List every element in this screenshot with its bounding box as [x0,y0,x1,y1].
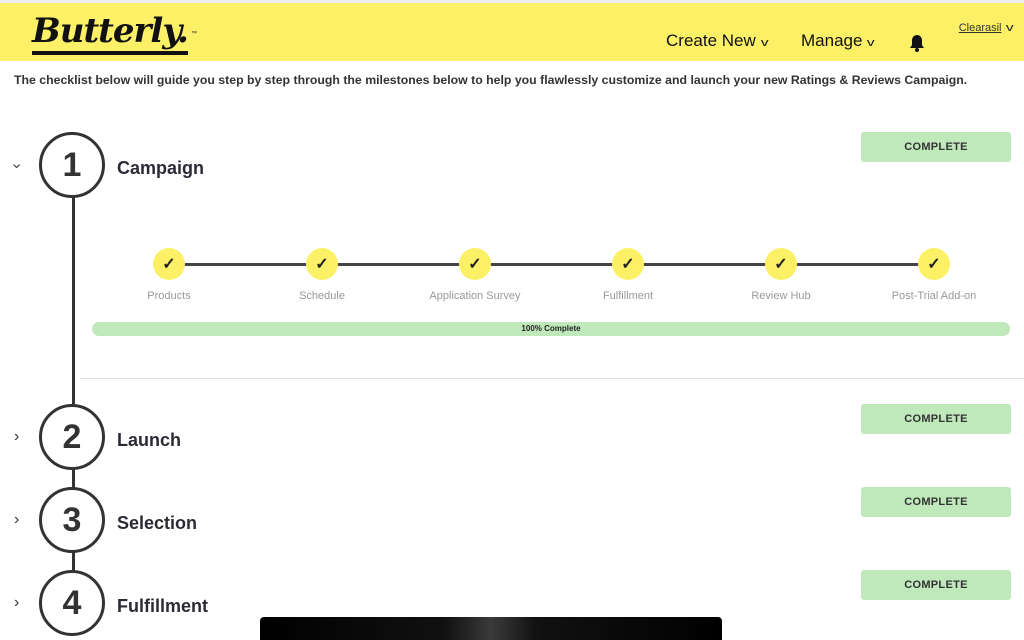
complete-button[interactable]: COMPLETE [861,132,1011,162]
milestone-label: Review Hub [751,290,811,302]
progress-fill [92,322,1010,336]
chevron-down-icon: v [760,37,769,49]
milestone-label: Application Survey [429,290,521,302]
check-icon[interactable]: ✓ [918,248,950,280]
divider [80,378,1024,379]
step-title[interactable]: Selection [117,513,198,533]
account-switcher[interactable]: Clearasil v [958,22,1014,34]
complete-button[interactable]: COMPLETE [861,404,1011,434]
milestone-label: Products [147,290,191,302]
butterly-logo[interactable]: Butterly. [32,11,189,55]
check-icon[interactable]: ✓ [765,248,797,280]
complete-button[interactable]: COMPLETE [861,570,1011,600]
progress-label: 100% Complete [521,324,581,333]
step-connector [72,190,75,405]
chevron-right-icon[interactable]: › [14,428,20,445]
milestone-track [169,263,934,266]
step-number: 3 [39,487,105,553]
step-title[interactable]: Fulfillment [117,596,208,616]
chevron-right-icon[interactable]: › [14,511,20,528]
step-title[interactable]: Launch [117,430,182,450]
check-icon[interactable]: ✓ [306,248,338,280]
milestone-label: Post-Trial Add-on [891,290,977,302]
check-icon[interactable]: ✓ [459,248,491,280]
progress-bar: 100% Complete [92,322,1010,336]
complete-button[interactable]: COMPLETE [861,487,1011,517]
chevron-right-icon[interactable]: › [14,594,20,611]
milestone-label: Schedule [299,290,345,302]
check-icon[interactable]: ✓ [612,248,644,280]
intro-text: The checklist below will guide you step … [14,73,968,87]
create-new-label: Create New [666,31,756,50]
chevron-down-icon: v [867,37,876,49]
chevron-down-icon[interactable]: v [1005,22,1014,34]
step-number: 1 [39,132,105,198]
dock-overlay [260,617,722,640]
bell-icon[interactable] [907,33,927,53]
top-strip [0,0,1024,3]
trademark: ™ [191,31,198,37]
step-number: 2 [39,404,105,470]
account-name[interactable]: Clearasil [958,22,1002,34]
step-title[interactable]: Campaign [117,158,205,178]
check-icon[interactable]: ✓ [153,248,185,280]
chevron-down-icon[interactable]: › [8,163,26,169]
step-number: 4 [39,570,105,636]
manage-label: Manage [801,31,863,50]
logo-group: Butterly. ™ [32,11,197,55]
milestone-label: Fulfillment [602,290,654,302]
create-new-menu[interactable]: Create New v [666,31,769,51]
step-connector [72,465,75,495]
step-connector [72,548,75,578]
